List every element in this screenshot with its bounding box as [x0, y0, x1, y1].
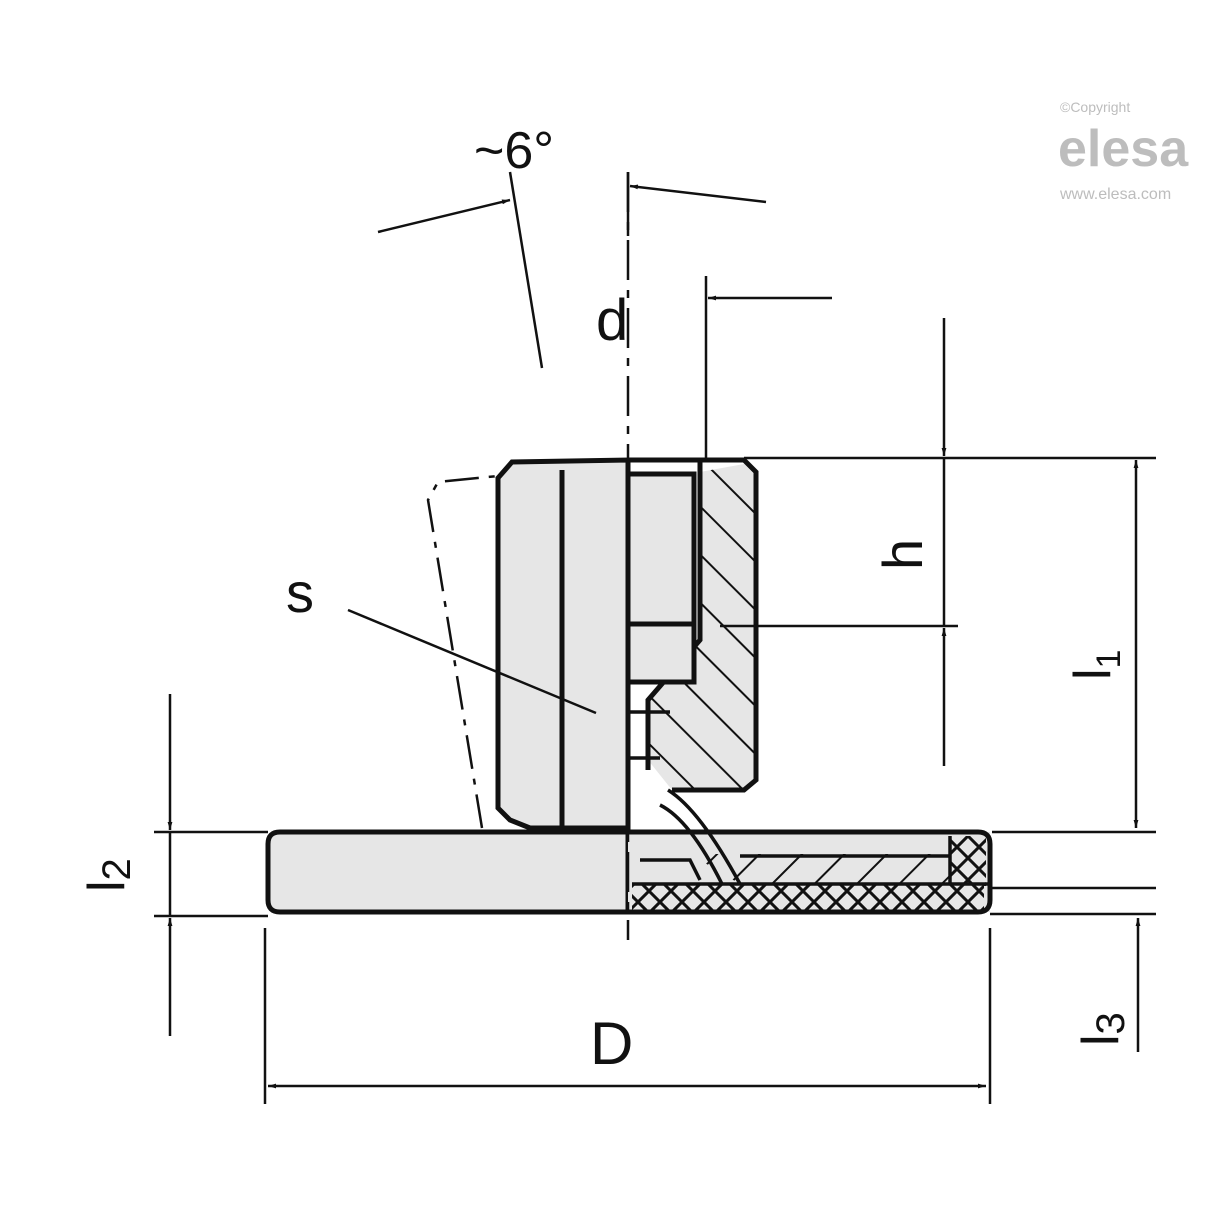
- hex-nut: [495, 457, 759, 831]
- watermark-copyright: ©Copyright: [1060, 99, 1130, 115]
- angle-label: ~6°: [474, 122, 554, 180]
- watermark-brand: elesa: [1058, 120, 1189, 178]
- s-label: s: [286, 561, 314, 624]
- svg-text:l3: l3: [1072, 1012, 1133, 1046]
- d-label: d: [596, 288, 628, 353]
- l3-dimension: l3: [990, 886, 1156, 1052]
- watermark-url: www.elesa.com: [1059, 186, 1171, 203]
- l3-label: l: [1072, 1034, 1130, 1046]
- h-label: h: [871, 539, 934, 570]
- l2-dimension: l2: [78, 694, 268, 1036]
- l2-label: l: [78, 880, 136, 892]
- D-dimension: D: [263, 928, 992, 1104]
- d-dimension: d: [596, 276, 832, 460]
- l3-subscript: 3: [1089, 1012, 1133, 1034]
- l1-label: l: [1064, 668, 1122, 680]
- D-label: D: [590, 1010, 633, 1077]
- elesa-watermark: ©Copyright elesa www.elesa.com: [1058, 99, 1189, 203]
- svg-text:l1: l1: [1064, 650, 1128, 680]
- angle-dimension: ~6°: [377, 122, 767, 369]
- tilt-outline: [426, 474, 499, 829]
- l2-subscript: 2: [95, 858, 139, 880]
- l1-subscript: 1: [1090, 650, 1128, 669]
- l1-dimension: l1: [992, 460, 1156, 834]
- base-plate: [265, 788, 993, 915]
- s-dimension: s: [286, 561, 597, 715]
- h-dimension: h: [720, 318, 1156, 766]
- svg-text:l2: l2: [78, 858, 139, 892]
